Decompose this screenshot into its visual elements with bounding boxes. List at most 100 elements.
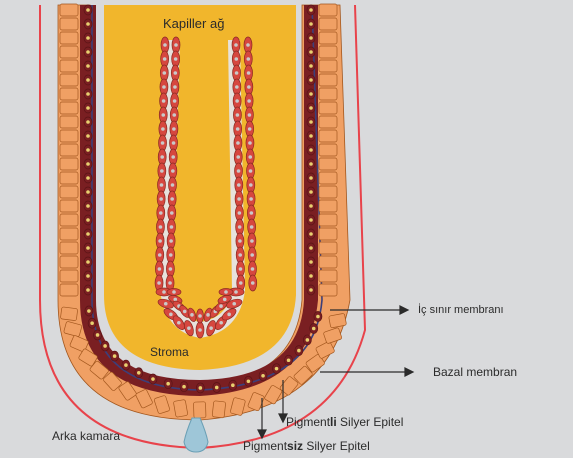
cell-nucleus (161, 141, 165, 145)
cell-nucleus (174, 57, 178, 61)
nonpigmented-cell (60, 88, 78, 100)
cell-nucleus (86, 148, 90, 152)
cell-nucleus (86, 246, 90, 250)
label-nonpigmented-prefix: Pigment (243, 439, 288, 453)
nonpigmented-cell (60, 307, 77, 321)
cell-nucleus (87, 309, 91, 313)
cell-nucleus (124, 363, 128, 367)
cell-nucleus (169, 239, 173, 243)
cell-nucleus (177, 321, 181, 325)
cell-nucleus (162, 85, 166, 89)
cell-nucleus (198, 314, 202, 318)
cell-nucleus (86, 204, 90, 208)
nonpigmented-cell (319, 242, 337, 254)
cell-nucleus (209, 326, 213, 330)
nonpigmented-cell (60, 242, 78, 254)
cell-nucleus (309, 50, 313, 54)
cell-nucleus (312, 327, 316, 331)
cell-nucleus (309, 134, 313, 138)
nonpigmented-cell (60, 32, 78, 44)
cell-nucleus (247, 85, 251, 89)
cell-nucleus (239, 281, 243, 285)
cell-nucleus (309, 22, 313, 26)
cell-nucleus (172, 127, 176, 131)
cell-nucleus (169, 253, 173, 257)
nonpigmented-cell (319, 60, 337, 72)
cell-nucleus (227, 313, 231, 317)
cell-nucleus (238, 253, 242, 257)
nonpigmented-cell (319, 88, 337, 100)
cell-nucleus (249, 183, 253, 187)
nonpigmented-cell (60, 256, 78, 268)
cell-nucleus (174, 71, 178, 75)
cell-nucleus (309, 162, 313, 166)
nonpigmented-cell (329, 313, 347, 328)
label-basal-membrane: Bazal membran (433, 365, 517, 379)
cell-nucleus (309, 8, 313, 12)
nonpigmented-cell (319, 46, 337, 58)
label-nonpigmented-bold: siz (287, 439, 303, 453)
nonpigmented-cell (60, 116, 78, 128)
cell-nucleus (309, 246, 313, 250)
cell-nucleus (246, 43, 250, 47)
nonpigmented-cell (60, 284, 78, 296)
cell-nucleus (160, 183, 164, 187)
nonpigmented-cell (60, 270, 78, 282)
cell-nucleus (235, 99, 239, 103)
nonpigmented-cell (60, 214, 78, 226)
nonpigmented-cell (60, 18, 78, 30)
cell-nucleus (199, 386, 203, 390)
cell-nucleus (309, 120, 313, 124)
cell-nucleus (309, 176, 313, 180)
nonpigmented-cell (319, 228, 337, 240)
cell-nucleus (248, 141, 252, 145)
cell-nucleus (170, 225, 174, 229)
cell-nucleus (309, 232, 313, 236)
nonpigmented-cell (319, 200, 337, 212)
cell-nucleus (151, 377, 155, 381)
cell-nucleus (158, 253, 162, 257)
cell-nucleus (237, 183, 241, 187)
cell-nucleus (86, 8, 90, 12)
nonpigmented-cell (319, 144, 337, 156)
cell-nucleus (261, 374, 265, 378)
cell-nucleus (223, 298, 227, 302)
cell-nucleus (309, 64, 313, 68)
cell-nucleus (183, 310, 187, 314)
cell-nucleus (86, 162, 90, 166)
nonpigmented-cell (60, 102, 78, 114)
cell-nucleus (238, 239, 242, 243)
nonpigmented-cell (319, 130, 337, 142)
cell-nucleus (86, 92, 90, 96)
label-pigmented-prefix: Pigment (286, 415, 331, 429)
cell-nucleus (237, 169, 241, 173)
label-pigmented-bold: li (330, 415, 337, 429)
cell-nucleus (173, 298, 177, 302)
nonpigmented-cell (319, 102, 337, 114)
cell-nucleus (174, 43, 178, 47)
cell-nucleus (86, 218, 90, 222)
cell-nucleus (236, 127, 240, 131)
cell-nucleus (238, 211, 242, 215)
cell-nucleus (103, 344, 107, 348)
cell-nucleus (247, 99, 251, 103)
cell-nucleus (246, 57, 250, 61)
cell-nucleus (236, 155, 240, 159)
cell-nucleus (86, 190, 90, 194)
cell-nucleus (250, 211, 254, 215)
cell-nucleus (248, 155, 252, 159)
cell-nucleus (287, 358, 291, 362)
cell-nucleus (251, 281, 255, 285)
cell-nucleus (163, 43, 167, 47)
cell-nucleus (86, 274, 90, 278)
cell-nucleus (239, 267, 243, 271)
cell-nucleus (309, 92, 313, 96)
cell-nucleus (86, 50, 90, 54)
nonpigmented-cell (60, 186, 78, 198)
cell-nucleus (86, 288, 90, 292)
cell-nucleus (247, 380, 251, 384)
cell-nucleus (170, 197, 174, 201)
cell-nucleus (234, 57, 238, 61)
cell-nucleus (250, 239, 254, 243)
